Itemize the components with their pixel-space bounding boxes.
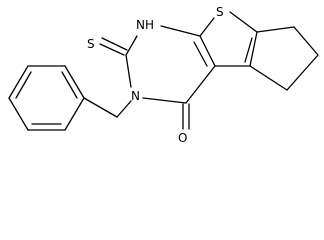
ring-bond xyxy=(256,26,295,33)
s-c-bond xyxy=(229,11,258,33)
ch2-n-bond xyxy=(116,100,132,118)
n-c2-bond xyxy=(125,54,132,88)
thione-s-label: S xyxy=(87,37,95,51)
benzene-ring xyxy=(8,65,85,131)
ring-bond xyxy=(293,26,319,56)
c4a-c4-bond xyxy=(185,65,216,104)
c4-n-bond xyxy=(142,97,187,104)
c-c-bond xyxy=(249,31,258,67)
c7a-s-bond xyxy=(199,17,215,37)
c-c-inner-double-bond xyxy=(244,37,253,63)
thione-group xyxy=(99,37,128,56)
thiophene-s-label: S xyxy=(216,5,224,19)
c-s-double-bond xyxy=(101,37,128,51)
benzene-bond xyxy=(8,65,29,99)
benzene-bond xyxy=(64,65,85,99)
molecule-structure-diagram: NH S S N O xyxy=(8,5,319,145)
phenyl-ch2-bond xyxy=(83,97,118,118)
c-s-double-bond xyxy=(99,43,125,56)
c7a-c4a-inner-double-bond xyxy=(193,41,208,67)
benzene-bond xyxy=(64,97,85,131)
nh-c7a-bond xyxy=(160,25,201,37)
ring-bond xyxy=(286,54,319,91)
c7a-c4a-bond xyxy=(199,35,216,67)
c2-nh-bond xyxy=(125,35,138,56)
pyrimidine-ring xyxy=(125,25,216,104)
nh-label: NH xyxy=(136,18,154,32)
benzene-inner-double-bond xyxy=(61,71,78,99)
benzyl-linker xyxy=(83,97,132,118)
n-label: N xyxy=(131,89,140,103)
benzene-inner-double-bond xyxy=(15,71,32,99)
benzene-bond xyxy=(8,97,29,131)
o-label: O xyxy=(178,131,187,145)
ring-bond xyxy=(249,65,288,91)
thiophene-ring xyxy=(199,11,258,67)
cyclopentane-ring xyxy=(249,26,319,91)
carbonyl-group xyxy=(182,103,190,130)
